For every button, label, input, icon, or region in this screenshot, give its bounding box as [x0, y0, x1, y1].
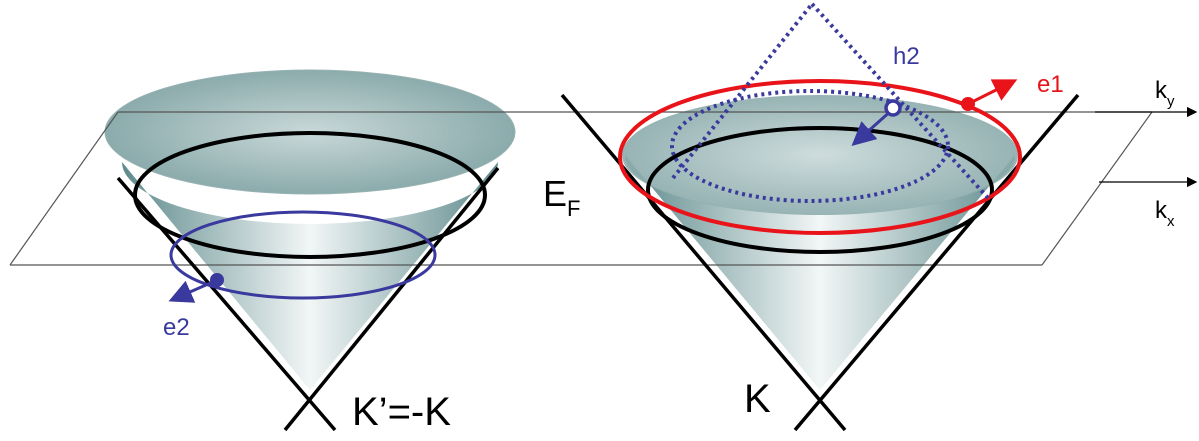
electron-marker-e1 — [961, 97, 975, 111]
cone-right — [622, 95, 1018, 390]
carrier-e2 — [174, 273, 224, 299]
cone-left-body — [122, 162, 498, 390]
k-axes — [1095, 112, 1196, 182]
hole-marker-h2 — [886, 101, 900, 115]
carrier-label-h2: h2 — [893, 43, 920, 70]
carrier-e1 — [961, 82, 1012, 111]
carrier-label-e2: e2 — [163, 314, 190, 341]
electron-marker-e2 — [210, 273, 224, 287]
ky-label: ky — [1155, 77, 1175, 110]
valley-label-right: K — [744, 377, 771, 421]
carrier-label-e1: e1 — [1037, 71, 1064, 98]
kx-label: kx — [1155, 197, 1175, 230]
valley-label-left: K’=-K — [352, 390, 451, 434]
fermi-energy-label: EF — [543, 173, 580, 221]
